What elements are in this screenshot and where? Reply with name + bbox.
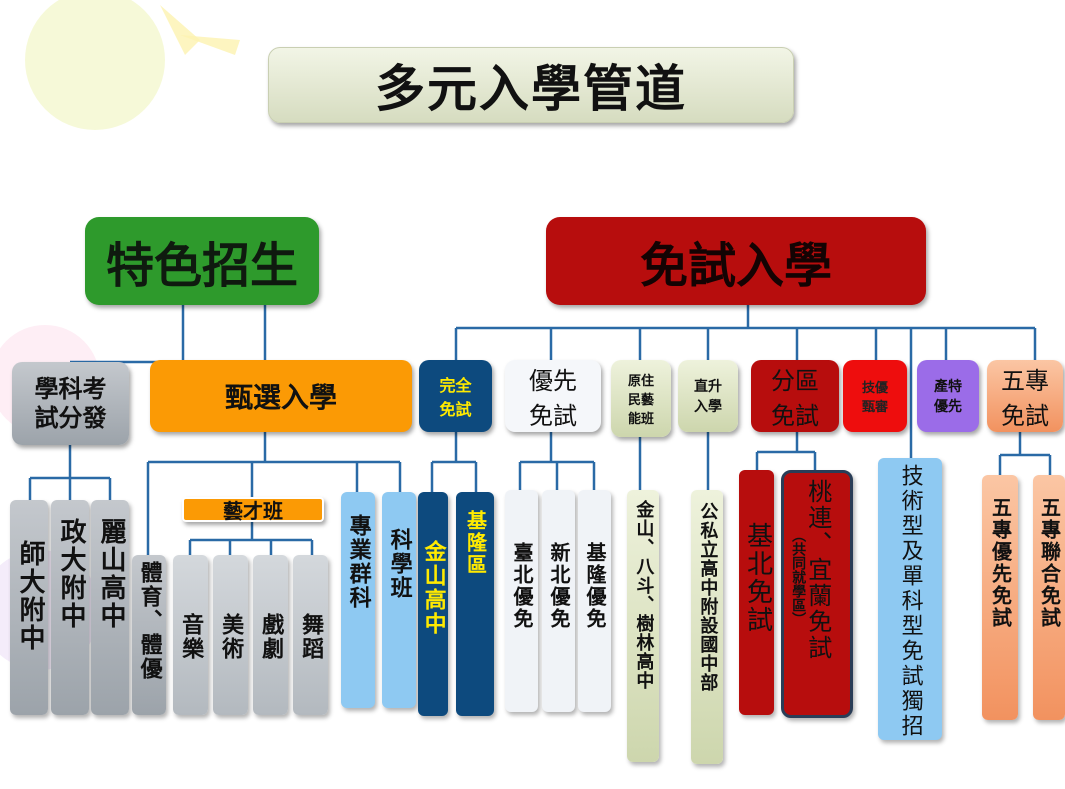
priority-free-line2: 免試 <box>529 402 577 430</box>
exam-distribution-label: 學科考試分發 <box>34 374 107 432</box>
tech-review-box: 技優 甄審 <box>843 360 907 432</box>
talent-child-label: 美術 <box>218 613 244 661</box>
science-class-label: 科學班 <box>386 528 412 600</box>
full-free-line1: 完全 <box>439 376 472 395</box>
science-class-box: 科學班 <box>382 492 416 708</box>
talent-child: 美術 <box>213 555 248 715</box>
district-taoyuan-label: 桃連、宜蘭免試 <box>803 479 832 661</box>
exam-dist-child-label: 師大附中 <box>14 540 45 652</box>
tech-single-box: 技術型及單科型免試獨招 <box>878 458 942 740</box>
industry-priority-box: 產特 優先 <box>917 360 979 432</box>
priority-child-label: 臺北優免 <box>510 542 534 630</box>
direct-line2: 入學 <box>694 399 722 415</box>
talent-child: 舞蹈 <box>293 555 328 715</box>
five-year-child: 五專優先免試 <box>982 475 1018 720</box>
district-line1: 分區 <box>771 367 819 395</box>
indigenous-class-box: 原住 民藝 能班 <box>611 360 671 437</box>
district-free-box: 分區 免試 <box>751 360 839 432</box>
priority-child: 基隆優免 <box>578 490 611 712</box>
talent-class-label: 藝才班 <box>223 499 283 523</box>
decor-ray <box>160 5 200 55</box>
indigenous-line1: 原住 <box>627 374 654 389</box>
talent-class-box: 藝才班 <box>182 497 324 523</box>
talent-child: 戲劇 <box>253 555 288 715</box>
priority-child-label: 基隆優免 <box>583 542 607 630</box>
district-line2: 免試 <box>771 402 819 430</box>
exam-dist-child-label: 麗山高中 <box>95 518 126 630</box>
industry-line1: 產特 <box>934 379 962 395</box>
screening-admission-label: 甄選入學 <box>224 381 337 414</box>
direct-child: 公私立高中附設國中部 <box>691 490 723 764</box>
tech-single-label: 技術型及單科型免試獨招 <box>897 464 923 739</box>
exam-free-label: 免試入學 <box>639 238 832 294</box>
talent-child-label: 戲劇 <box>258 613 284 661</box>
direct-admission-box: 直升 入學 <box>678 360 738 432</box>
special-admission-header: 特色招生 <box>85 217 319 305</box>
exam-free-header: 免試入學 <box>546 217 926 305</box>
five-year-line1: 五專 <box>1001 367 1049 395</box>
priority-child: 臺北優免 <box>505 490 538 712</box>
district-child-keelung: 基北免試 <box>739 470 774 715</box>
talent-child-label: 音樂 <box>178 613 204 661</box>
priority-child-label: 新北優免 <box>547 542 571 630</box>
five-year-child-label: 五專優先免試 <box>988 497 1013 629</box>
special-admission-label: 特色招生 <box>105 238 298 294</box>
priority-free-line1: 優先 <box>529 367 577 395</box>
priority-child: 新北優免 <box>542 490 575 712</box>
full-free-child: 金山高中 <box>418 492 448 716</box>
tech-review-line1: 技優 <box>861 381 888 396</box>
full-free-box: 完全 免試 <box>419 360 492 432</box>
sports-class-label: 體育、體優 <box>136 561 162 681</box>
five-year-child-label: 五專聯合免試 <box>1037 497 1062 629</box>
district-child-taoyuan: 桃連、宜蘭免試 <box>781 470 853 718</box>
full-free-child-label: 金山高中 <box>420 540 446 636</box>
indigenous-child: 金山、八斗、樹林高中 <box>627 490 659 762</box>
decor-balloon-top <box>25 0 165 130</box>
district-taoyuan-sub: （共同就學區） <box>790 528 806 630</box>
full-free-child-label: 基隆區 <box>463 510 488 576</box>
district-taoyuan-sub-label: （共同就學區） <box>790 528 807 626</box>
screening-admission-box: 甄選入學 <box>150 360 412 432</box>
professional-group-label: 專業群科 <box>345 514 371 610</box>
page-title-text: 多元入學管道 <box>375 59 687 118</box>
five-year-child: 五專聯合免試 <box>1033 475 1065 720</box>
tech-review-line2: 甄審 <box>861 400 888 415</box>
priority-free-box: 優先 免試 <box>505 360 601 432</box>
direct-child-label: 公私立高中附設國中部 <box>697 502 719 692</box>
five-year-line2: 免試 <box>1001 402 1049 430</box>
exam-dist-child: 政大附中 <box>51 500 89 715</box>
exam-dist-child: 師大附中 <box>10 500 48 715</box>
talent-child-label: 舞蹈 <box>298 613 324 661</box>
indigenous-line2: 民藝 <box>627 393 654 408</box>
five-year-free-box: 五專 免試 <box>987 360 1063 432</box>
exam-dist-child-label: 政大附中 <box>55 518 86 630</box>
full-free-line2: 免試 <box>439 400 472 419</box>
decor-ray <box>180 35 240 55</box>
exam-dist-child: 麗山高中 <box>91 500 129 715</box>
industry-line2: 優先 <box>934 399 962 415</box>
sports-class-box: 體育、體優 <box>132 555 166 715</box>
exam-distribution-box: 學科考試分發 <box>12 362 129 445</box>
talent-child: 音樂 <box>173 555 208 715</box>
district-keelung-label: 基北免試 <box>742 522 773 634</box>
direct-line1: 直升 <box>694 379 722 395</box>
indigenous-line3: 能班 <box>627 412 654 427</box>
page-title: 多元入學管道 <box>268 47 794 123</box>
full-free-child: 基隆區 <box>456 492 494 716</box>
indigenous-child-label: 金山、八斗、樹林高中 <box>633 500 655 690</box>
professional-group-box: 專業群科 <box>341 492 375 708</box>
